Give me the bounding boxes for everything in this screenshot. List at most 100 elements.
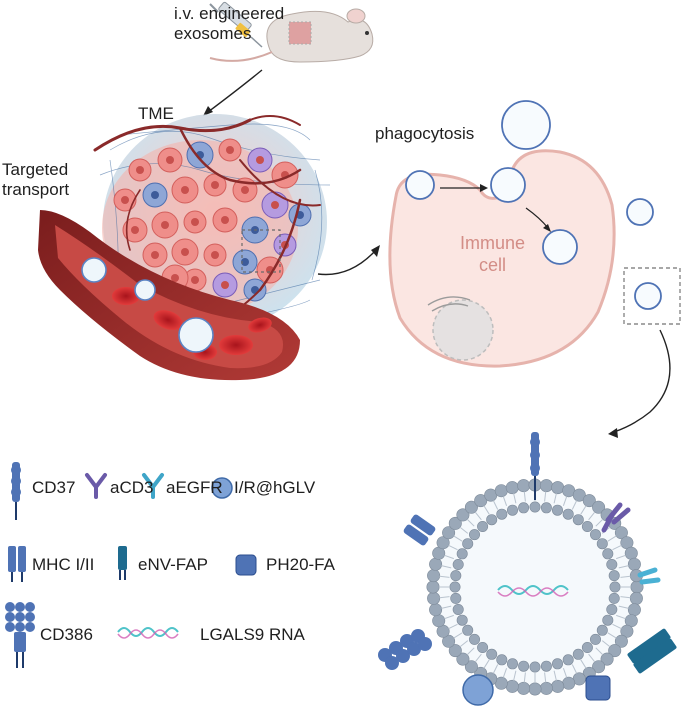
lipid-head [562,508,574,520]
lipid-head [589,529,601,541]
lipid-tail [474,653,482,663]
tumor-cell-nucleus [211,181,219,189]
lipid-head [606,603,618,615]
lipid-head [518,502,530,514]
lipid-tail [492,500,499,510]
lipid-head [505,679,519,693]
lipid-tail [562,496,568,506]
lipid-head [462,538,474,550]
lipid-head [456,508,470,522]
lipid-tail [544,491,547,502]
arrow-to-immune-cell [317,249,377,276]
tumor-cell-nucleus [271,201,279,209]
lipid-tail [595,647,604,656]
tumor-cell-nucleus [221,216,229,224]
syringe-icon [209,1,263,48]
tumor-cell-nucleus [221,281,229,289]
lipid-head [429,557,443,571]
lipid-tail [571,664,578,674]
lipid-head [624,546,638,560]
legend-env-fap-label: eNV-FAP [138,555,208,574]
lipid-head [572,648,584,660]
legend-aegfr-label: aEGFR [166,478,223,497]
tumor-cell-nucleus [121,196,129,204]
lipid-head [464,660,478,674]
lipid-head [427,569,441,583]
lipid-tail [441,605,452,609]
lipid-head [442,634,456,648]
lipid-head [608,592,620,604]
lipid-head [432,614,446,628]
lipid-tail [483,505,490,515]
lipid-head [582,494,596,508]
lipid-head [581,520,593,532]
tumor-cell-nucleus [181,186,189,194]
arrow-to-zoom [613,329,671,433]
lipid-head [614,634,628,648]
legend-irhglv-icon [211,477,233,499]
lipid-head [608,570,620,582]
lipid-head [609,581,621,593]
lipid-tail [523,491,526,502]
tumor-cell-nucleus [256,156,264,164]
aegfr-antibody [637,567,661,585]
lipid-head [551,658,563,670]
tumor-cell-nucleus [161,221,169,229]
lipid-head [477,520,489,532]
lipid-tail [444,614,454,620]
lipid-head [551,679,565,693]
legend-rna-icon [117,627,179,637]
lipid-head [496,654,508,666]
lipid-tail [580,505,587,515]
lipid-tail [439,575,450,578]
lipid-head [486,514,498,526]
legend-cd386-icon [5,602,35,668]
lipid-head [448,644,462,658]
lipid-head [600,652,614,666]
lipid-tail [448,544,458,551]
injection-label: i.v. engineered exosomes [174,4,285,43]
legend-acd3-label: aCD3 [110,478,154,497]
tumor-cell-nucleus [151,191,159,199]
zoom-box-tumor [241,229,281,273]
lipid-tail [502,668,508,678]
lipid-head [529,501,541,513]
lipid-head [427,591,441,605]
lipid-tail [601,640,611,648]
lipid-tail [444,554,454,560]
lipid-tail [513,670,517,681]
lipid-tail [618,565,629,569]
ph20-fa-block [585,675,611,701]
lipid-head [596,624,608,636]
lipid-tail [448,623,458,630]
lipid-head [540,660,552,672]
legend-env-fap-icon [118,546,127,580]
lipid-tail [474,511,482,521]
lipid-tail [439,596,450,599]
lipid-head [562,676,576,690]
lipid-head [517,479,531,493]
lipid-head [456,652,470,666]
lipid-tail [483,659,490,669]
lipid-tail [595,518,604,527]
lipid-tail [441,565,452,569]
lipid-head [436,536,450,550]
legend-ph20-icon [235,554,257,576]
tumor-cell-nucleus [171,274,179,282]
lipid-tail [502,496,508,506]
lipid-tail [553,670,557,681]
lipid-tail [580,659,587,669]
lipid-tail [588,511,596,521]
lipid-head [456,548,468,560]
lipid-head [506,504,518,516]
lipid-tail [562,668,568,678]
tumor-cell-nucleus [241,258,249,266]
lipid-tail [607,632,617,639]
lipid-head [592,500,606,514]
lipid-tail [607,535,617,542]
lipid-tail [459,526,469,534]
lipid-tail [612,623,622,630]
lipid-head [518,660,530,672]
lipid-head [528,682,542,696]
